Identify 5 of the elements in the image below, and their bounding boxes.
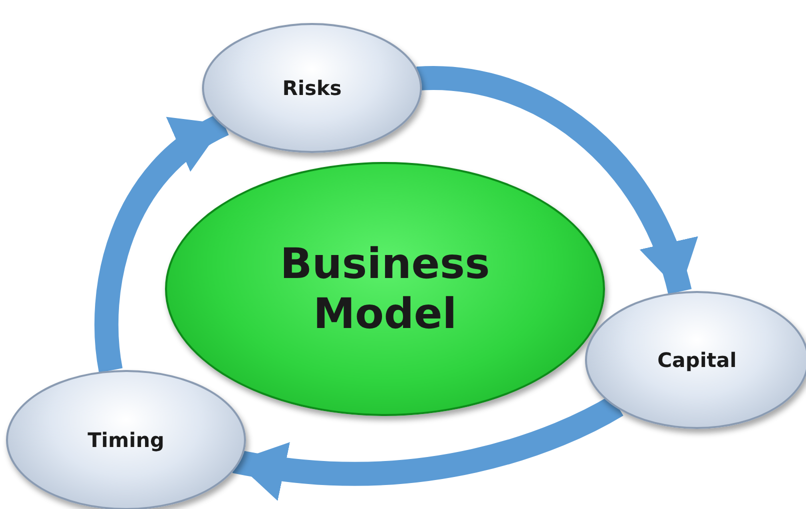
curved-arrow [94,113,230,372]
node-label: Timing [88,428,164,452]
node-label: Capital [657,348,737,372]
node-label: Risks [282,76,342,100]
node-label: Business Model [279,238,491,340]
